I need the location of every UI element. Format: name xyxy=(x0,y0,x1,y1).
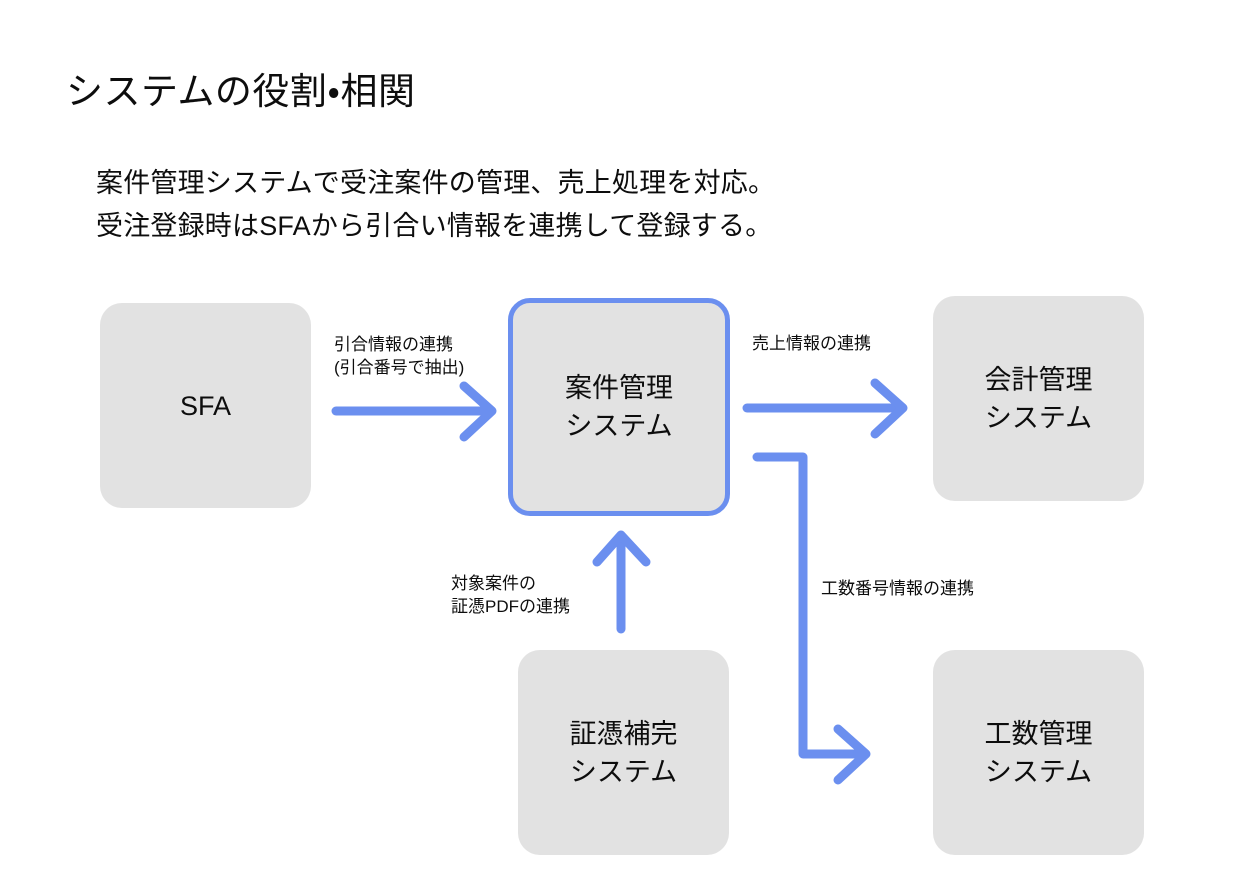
node-shohyo-hokan-system[interactable]: 証憑補完 システム xyxy=(518,650,729,855)
node-sfa[interactable]: SFA xyxy=(100,303,311,508)
node-kosu-kanri-system[interactable]: 工数管理 システム xyxy=(933,650,1144,855)
node-anken-kanri-system[interactable]: 案件管理 システム xyxy=(508,298,730,516)
edge-label-shohyo-pdf-renkei: 対象案件の 証憑PDFの連携 xyxy=(451,574,570,616)
arrow-shohyo-to-anken xyxy=(592,530,651,634)
slide-body-text: 案件管理システムで受注案件の管理、売上処理を対応。 受注登録時はSFAから引合い… xyxy=(96,162,775,248)
arrow-sfa-to-anken xyxy=(331,381,497,442)
edge-label-hikiai-joho-renkei: 引合情報の連携 (引合番号で抽出) xyxy=(334,335,465,377)
node-kaikei-kanri-system[interactable]: 会計管理 システム xyxy=(933,296,1144,501)
edge-label-kosu-bango-renkei: 工数番号情報の連携 xyxy=(821,579,974,598)
node-kaikei-kanri-system-label: 会計管理 システム xyxy=(984,364,1093,433)
node-shohyo-hokan-system-label: 証憑補完 システム xyxy=(569,718,678,787)
node-anken-kanri-system-label: 案件管理 システム xyxy=(565,373,673,441)
body-line-2: 受注登録時はSFAから引合い情報を連携して登録する。 xyxy=(96,211,773,241)
page-title: システムの役割・相関 xyxy=(66,71,416,112)
arrow-anken-to-kaikei xyxy=(742,378,908,439)
node-sfa-label: SFA xyxy=(179,390,232,421)
arrow-anken-to-kosu xyxy=(752,452,871,785)
body-line-1: 案件管理システムで受注案件の管理、売上処理を対応。 xyxy=(96,168,776,198)
node-kosu-kanri-system-label: 工数管理 システム xyxy=(984,718,1093,787)
edge-label-uriage-joho-renkei: 売上情報の連携 xyxy=(752,334,871,353)
